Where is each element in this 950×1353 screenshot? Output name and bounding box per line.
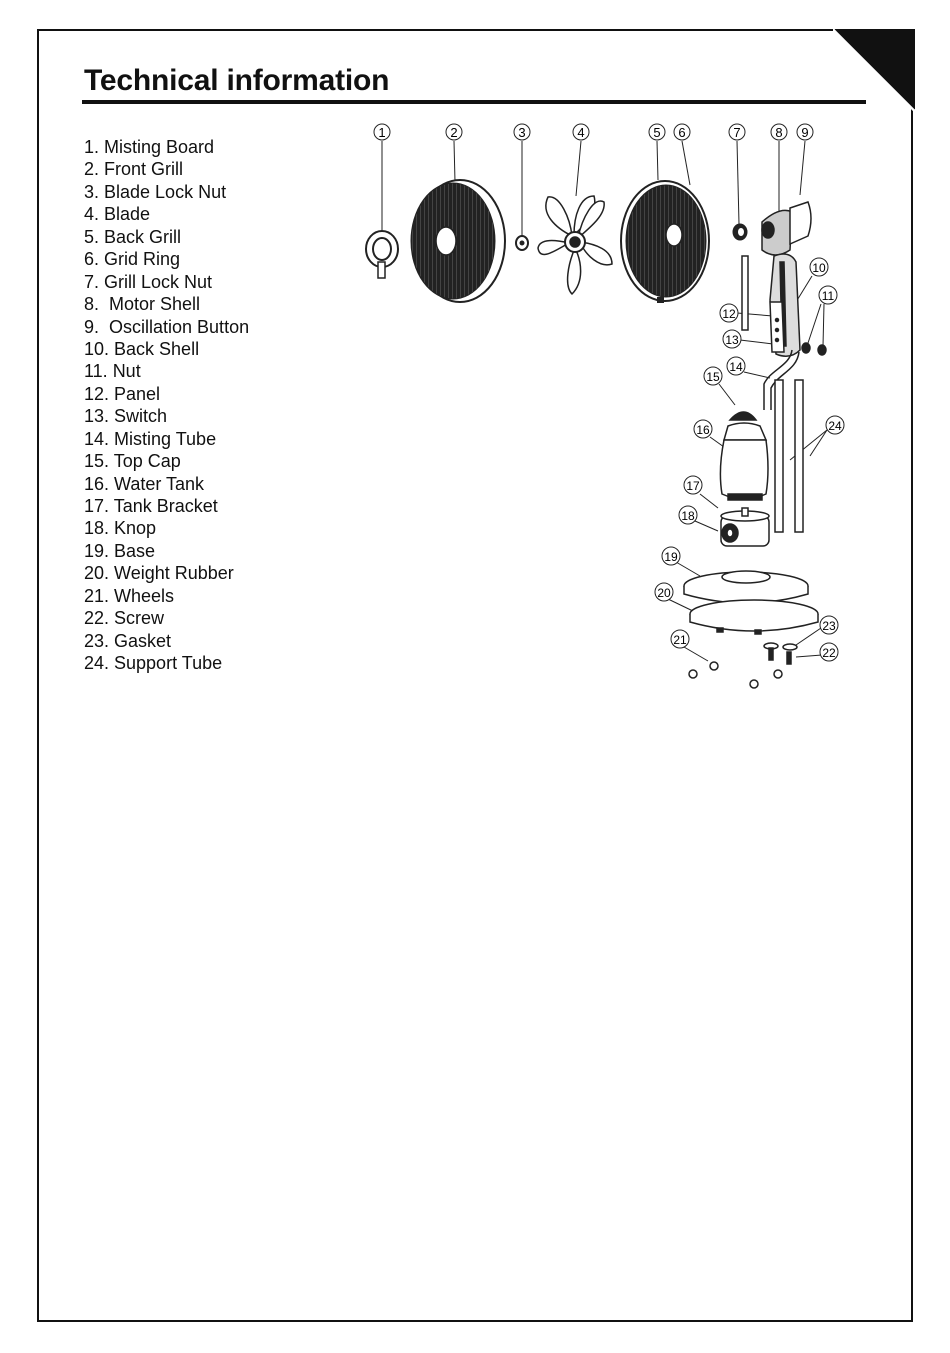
misting-board-drawing — [365, 230, 399, 279]
part-item: 6. Grid Ring — [84, 249, 181, 270]
part-item: 10. Back Shell — [84, 338, 200, 359]
title-rule — [82, 100, 866, 104]
part-item: 9. Oscillation Button — [84, 316, 250, 337]
part-item: 4. Blade — [84, 204, 151, 225]
callout-10: 10 — [812, 261, 826, 275]
callout-circles — [373, 123, 845, 662]
part-item: 3. Blade Lock Nut — [84, 181, 227, 202]
part-item: 2. Front Grill — [84, 159, 184, 180]
corner-tab — [833, 29, 915, 111]
callout-8: 8 — [775, 125, 782, 140]
page-title: Technical information — [84, 64, 390, 97]
part-item: 20. Weight Rubber — [84, 563, 234, 584]
part-item: 15. Top Cap — [84, 451, 181, 472]
callout-18: 18 — [681, 509, 695, 523]
callout-22: 22 — [822, 646, 836, 660]
callout-9: 9 — [801, 125, 808, 140]
callout-19: 19 — [664, 550, 678, 564]
part-item: 12. Panel — [84, 383, 161, 404]
callout-16: 16 — [696, 423, 710, 437]
grill-lock-nut-drawing — [732, 223, 748, 241]
part-item: 7. Grill Lock Nut — [84, 271, 213, 292]
part-item: 11. Nut — [84, 361, 141, 382]
callout-14: 14 — [729, 360, 743, 374]
part-item: 5. Back Grill — [84, 226, 182, 247]
parts-list: 1. Misting Board 2. Front Grill 3. Blade… — [84, 136, 249, 675]
callout-11: 11 — [822, 289, 835, 303]
back-grill-drawing — [620, 180, 710, 303]
callout-15: 15 — [706, 370, 720, 384]
weight-rubber-drawing — [689, 599, 819, 635]
part-item: 14. Misting Tube — [84, 428, 217, 449]
part-item: 1. Misting Board — [84, 137, 215, 157]
motor-shell-drawing — [741, 201, 827, 357]
part-item: 18. Knop — [84, 518, 157, 539]
callout-2: 2 — [450, 125, 457, 140]
callout-6: 6 — [678, 125, 685, 140]
base-drawing — [683, 570, 809, 604]
callout-5: 5 — [653, 125, 660, 140]
front-grill-drawing — [410, 179, 506, 303]
callout-13: 13 — [725, 333, 739, 347]
water-tank-drawing — [719, 411, 769, 501]
part-item: 23. Gasket — [84, 630, 172, 651]
part-item: 21. Wheels — [84, 585, 175, 606]
part-item: 8. Motor Shell — [84, 294, 201, 315]
callout-1: 1 — [378, 125, 385, 140]
support-tubes-drawing — [774, 379, 804, 533]
callout-23: 23 — [822, 619, 836, 633]
part-item: 16. Water Tank — [84, 473, 205, 494]
callout-7: 7 — [733, 125, 740, 140]
callout-21: 21 — [673, 633, 687, 647]
part-item: 24. Support Tube — [84, 653, 223, 674]
misting-tube-drawing — [763, 349, 800, 410]
part-item: 22. Screw — [84, 608, 165, 629]
hardware-drawing — [688, 642, 798, 689]
tank-bracket-drawing — [720, 507, 770, 547]
callout-4: 4 — [577, 125, 584, 140]
callout-20: 20 — [657, 586, 671, 600]
callout-24: 24 — [828, 419, 842, 433]
part-item: 13. Switch — [84, 406, 168, 427]
callout-3: 3 — [518, 125, 525, 140]
part-item: 19. Base — [84, 540, 156, 561]
blade-drawing — [537, 195, 613, 296]
blade-lock-nut-drawing — [515, 235, 529, 251]
part-item: 17. Tank Bracket — [84, 496, 218, 516]
callout-12: 12 — [722, 307, 736, 321]
callout-17: 17 — [686, 479, 700, 493]
